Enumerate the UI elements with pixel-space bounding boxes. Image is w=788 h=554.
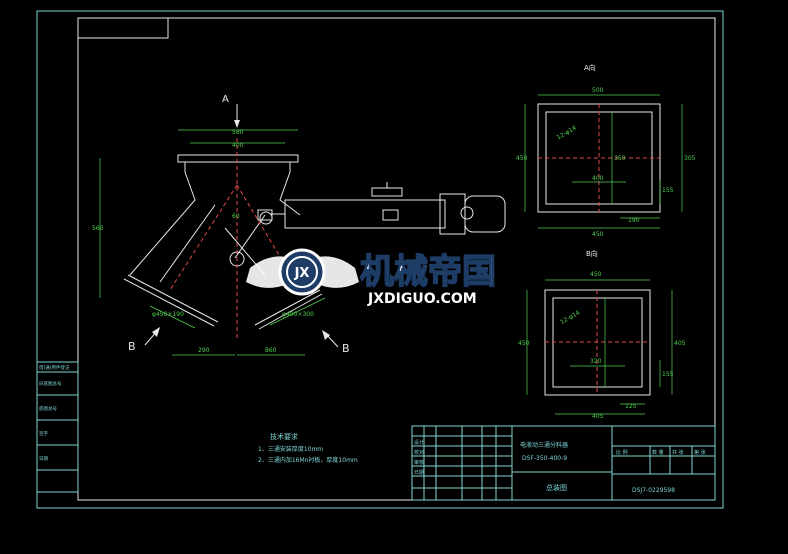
label-arrow-b-right: B xyxy=(342,342,350,355)
a-dim-bottom: 450 xyxy=(592,231,604,238)
side-table xyxy=(36,361,79,493)
b-dim-left: 450 xyxy=(518,340,530,347)
left-outlet-flange xyxy=(127,274,219,323)
product-name: 电液动三通分料器 xyxy=(520,441,568,449)
a-dim-top: 500 xyxy=(592,87,604,94)
dim-top-inner: 400 xyxy=(232,142,244,149)
tech-req-title: 技术要求 xyxy=(270,432,298,441)
title-cell-check: 校对 xyxy=(414,449,424,456)
dim-bottom-right: 860 xyxy=(265,347,277,354)
dim-angle: 60 xyxy=(232,213,240,220)
corner-stamp-box xyxy=(77,17,169,39)
side-row-2: 旧底图总号 xyxy=(39,380,62,387)
drawing-number: DSJ7-0229598 xyxy=(632,487,675,494)
dim-bottom-left: 290 xyxy=(198,347,210,354)
b-dim-bottom-inner: 125 xyxy=(625,403,637,410)
b-dim-right: 405 xyxy=(674,340,686,347)
a-dim-left: 450 xyxy=(516,155,528,162)
side-row-1: 借(通)用件登记 xyxy=(39,364,70,371)
title-cell-design: 设计 xyxy=(414,439,424,446)
a-dim-inner-h: 350 xyxy=(614,155,626,162)
a-view xyxy=(524,94,683,229)
side-row-5: 日期 xyxy=(39,456,48,462)
main-view xyxy=(99,104,339,356)
b-dim-top: 450 xyxy=(590,271,602,278)
dim-diag-right: φ400×300 xyxy=(282,311,314,318)
arrow-b-right xyxy=(322,330,330,340)
watermark-url: JXDIGUO.COM xyxy=(367,291,477,307)
b-dim-bottom: 405 xyxy=(592,413,604,420)
arrow-a xyxy=(234,120,240,128)
a-view-title: A向 xyxy=(584,63,596,72)
model-number: DSF-350-400-9 xyxy=(522,455,567,462)
title-cell-scale: 比 例 xyxy=(616,449,628,456)
right-shoulder xyxy=(279,171,301,216)
b-dim-small: 155 xyxy=(662,371,674,378)
flap-lever xyxy=(234,214,266,259)
actuator xyxy=(257,182,506,235)
b-dim-mid: 320 xyxy=(590,358,602,365)
sheet-inner-frame xyxy=(77,17,716,501)
actuator-cylinder xyxy=(284,199,446,229)
arrow-b-left xyxy=(152,327,160,337)
dim-height: 560 xyxy=(92,225,104,232)
dim-top-outer: 580 xyxy=(232,129,244,136)
sheet-outer-frame xyxy=(36,10,724,509)
title-cell-total: 共 张 xyxy=(672,449,684,456)
a-dim-mid: 400 xyxy=(592,175,604,182)
title-cell-approve: 审核 xyxy=(414,459,424,466)
b-view xyxy=(526,279,673,415)
a-dim-bottom-inner: 190 xyxy=(628,217,640,224)
right-outlet-flange xyxy=(254,289,321,326)
left-leg-outer xyxy=(129,171,196,276)
a-dim-small: 155 xyxy=(662,187,674,194)
title-block xyxy=(411,425,716,501)
watermark-chinese: 机械帝国 xyxy=(360,252,496,292)
top-flange xyxy=(177,154,299,163)
motor xyxy=(464,195,506,233)
a-hole-note: 12-φ14 xyxy=(556,124,578,141)
label-arrow-b-left: B xyxy=(128,340,136,353)
left-leg-inner xyxy=(159,204,216,283)
b-view-title: B向 xyxy=(586,249,598,258)
watermark-emblem-text: JX xyxy=(294,266,310,281)
drawing-title: 总装图 xyxy=(546,483,567,492)
wing-right-icon xyxy=(313,256,359,288)
a-dim-right: 305 xyxy=(684,155,696,162)
side-row-3: 底图总号 xyxy=(39,405,57,412)
tech-req-line2: 2、三通内加16Mn衬板，厚度10mm xyxy=(258,456,358,464)
title-cell-qty: 数 量 xyxy=(652,449,664,456)
label-arrow-a: A xyxy=(222,94,229,105)
side-row-4: 签字 xyxy=(39,430,48,437)
title-cell-date: 日期 xyxy=(414,470,424,476)
dim-diag-left: φ450×190 xyxy=(152,311,184,318)
watermark xyxy=(246,248,359,296)
tech-req-line1: 1、三通安装厚度10mm xyxy=(258,445,323,453)
b-hole-note: 12-φ14 xyxy=(559,309,581,326)
title-cell-sheet: 第 张 xyxy=(694,449,706,456)
